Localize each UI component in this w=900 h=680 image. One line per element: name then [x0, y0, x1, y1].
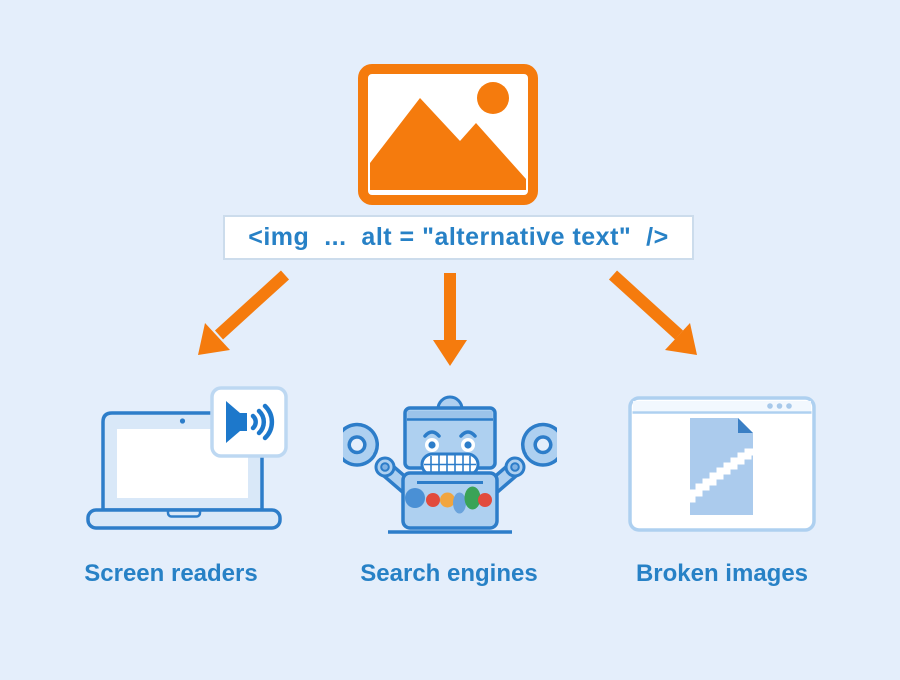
button-blue [405, 488, 425, 508]
code-snippet-text: <img ... alt = "alternative text" /> [248, 223, 669, 251]
left-eyebrow [423, 430, 441, 438]
image-placeholder-icon [358, 64, 538, 205]
browser-broken-image-icon [628, 396, 816, 532]
robot-right-arm [484, 422, 557, 496]
button-red-2 [478, 493, 492, 507]
robot-head [403, 406, 497, 477]
mountain-shape [370, 98, 526, 190]
laptop-notch [166, 511, 202, 518]
arrow-down-left-icon [198, 270, 290, 355]
robot-icon [343, 395, 557, 534]
page-fold-corner [738, 418, 753, 433]
webcam-dot [179, 418, 186, 424]
robot-body [401, 471, 499, 530]
robot-left-arm [343, 422, 416, 496]
laptop-base [86, 508, 282, 530]
arrows-layer [198, 270, 697, 366]
broken-image-document [684, 418, 758, 515]
button-blue-oval [453, 492, 466, 514]
button-orange [440, 492, 455, 508]
label-search-engines: Search engines [360, 560, 538, 587]
code-snippet-box: <img ... alt = "alternative text" /> [223, 215, 694, 260]
speaker-icon [226, 401, 275, 443]
label-broken-images: Broken images [635, 560, 809, 587]
sun-icon [477, 82, 509, 114]
arrow-down-icon [433, 273, 467, 366]
right-eyebrow [459, 430, 477, 438]
button-green-oval [464, 486, 481, 510]
browser-dots-icon [767, 403, 792, 409]
speaker-badge [210, 386, 288, 458]
button-red [426, 493, 440, 507]
laptop-with-speaker-icon [86, 386, 288, 530]
browser-toolbar [633, 401, 811, 411]
label-screen-readers: Screen readers [84, 560, 258, 587]
tear-zigzag [684, 448, 758, 503]
arrow-down-right-icon [608, 270, 697, 355]
robot-mouth [420, 452, 480, 477]
